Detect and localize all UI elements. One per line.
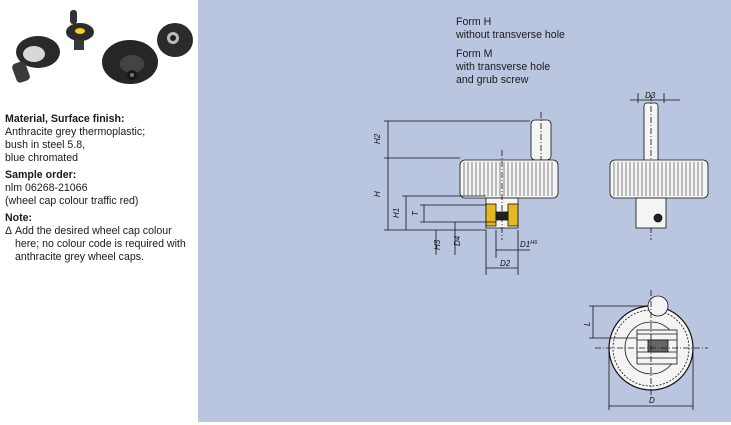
- material-line: bush in steel 5.8,: [5, 139, 86, 151]
- note-line: anthracite grey wheel caps.: [15, 251, 144, 263]
- form-m-desc: and grub screw: [456, 74, 529, 86]
- dim-label-h1: H1: [392, 208, 401, 218]
- note-line: Add the desired wheel cap colour: [15, 225, 172, 237]
- dim-label-d1: D1H6: [520, 240, 538, 249]
- product-photo: [0, 0, 198, 110]
- sample-order-heading: Sample order:: [5, 169, 77, 181]
- form-h-title: Form H: [456, 16, 492, 28]
- form-m-desc: with transverse hole: [456, 61, 551, 73]
- dim-label-l: L: [583, 322, 592, 326]
- material-heading: Material, Surface finish:: [5, 113, 125, 125]
- dim-label-d2: D2: [500, 259, 511, 268]
- dim-label-h2: H2: [373, 133, 382, 144]
- dim-label-h3: H3: [433, 239, 442, 250]
- dim-label-d4: D4: [453, 235, 462, 246]
- delta-icon: Δ: [5, 225, 13, 237]
- dim-label-d: D: [649, 396, 655, 405]
- sample-order-line: (wheel cap colour traffic red): [5, 195, 139, 207]
- form-h-desc: without transverse hole: [456, 29, 565, 41]
- dim-label-t: T: [411, 210, 420, 216]
- material-line: Anthracite grey thermoplastic;: [5, 126, 146, 138]
- dim-label-h: H: [373, 191, 382, 197]
- form-legend: Form H without transverse hole Form M wi…: [456, 16, 565, 93]
- note-heading: Note:: [5, 212, 33, 224]
- product-description: Material, Surface finish: Anthracite gre…: [5, 113, 197, 264]
- form-m-title: Form M: [456, 48, 493, 60]
- dim-label-d3: D3: [645, 91, 656, 100]
- material-line: blue chromated: [5, 152, 79, 164]
- note-line: here; no colour code is required with: [15, 238, 186, 250]
- sample-order-line: nlm 06268-21066: [5, 182, 88, 194]
